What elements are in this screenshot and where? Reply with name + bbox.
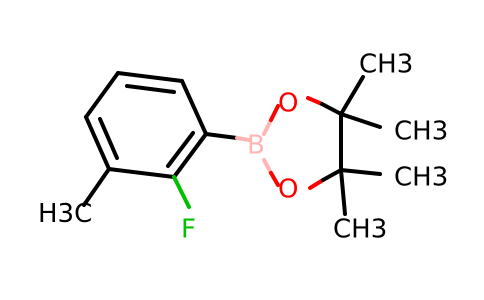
- bond-c3-c4-inner: [166, 131, 195, 168]
- bond-c4-c5: [107, 167, 176, 179]
- bond-b-o-bottom-o: [269, 171, 280, 187]
- bond-o-top-c-c: [320, 102, 343, 116]
- atom-label-methyl-3: CH3: [394, 163, 448, 193]
- atom-label-methyl-aryl: H3C: [38, 199, 92, 229]
- atom-label-methyl-1: CH3: [359, 50, 413, 80]
- bond-o-bottom-c-c: [321, 168, 343, 182]
- bond-top-methyl-2: [339, 112, 382, 129]
- bond-b-o-top-b: [262, 118, 273, 136]
- bond-ring-methyl: [82, 167, 111, 207]
- atom-label-oxygen-top: O: [278, 89, 298, 119]
- bond-c5-c6-inner: [98, 117, 119, 160]
- atom-label-methyl-2: CH3: [394, 117, 448, 147]
- atom-label-fluorine: F: [181, 215, 196, 245]
- bond-c2-c3: [180, 79, 208, 136]
- bond-ring-boron-light: [235, 136, 251, 142]
- bond-c1-c6: [84, 71, 120, 119]
- bond-b-o-bottom-b: [262, 158, 273, 175]
- benzene-ring: [84, 71, 208, 179]
- bond-ring-boron-dark: [204, 132, 239, 140]
- bond-top-methyl-1: [339, 75, 365, 116]
- bond-bottom-methyl-2: [339, 168, 347, 216]
- bond-o-bottom-c-o: [308, 178, 325, 190]
- bond-c3-c4: [172, 132, 208, 179]
- bond-b-o-top-o: [269, 104, 280, 122]
- atom-label-methyl-4: CH3: [333, 215, 387, 245]
- bond-c5-c6: [84, 115, 111, 171]
- bond-o-top-c-o: [306, 96, 324, 106]
- atom-label-boron: B: [247, 131, 265, 161]
- atom-label-oxygen-bottom: O: [278, 175, 298, 205]
- bond-c1-c2-inner: [125, 84, 176, 94]
- bond-c1-c2: [116, 71, 184, 83]
- bond-bottom-methyl-1: [339, 168, 382, 176]
- bond-ring-fluorine: [172, 175, 191, 209]
